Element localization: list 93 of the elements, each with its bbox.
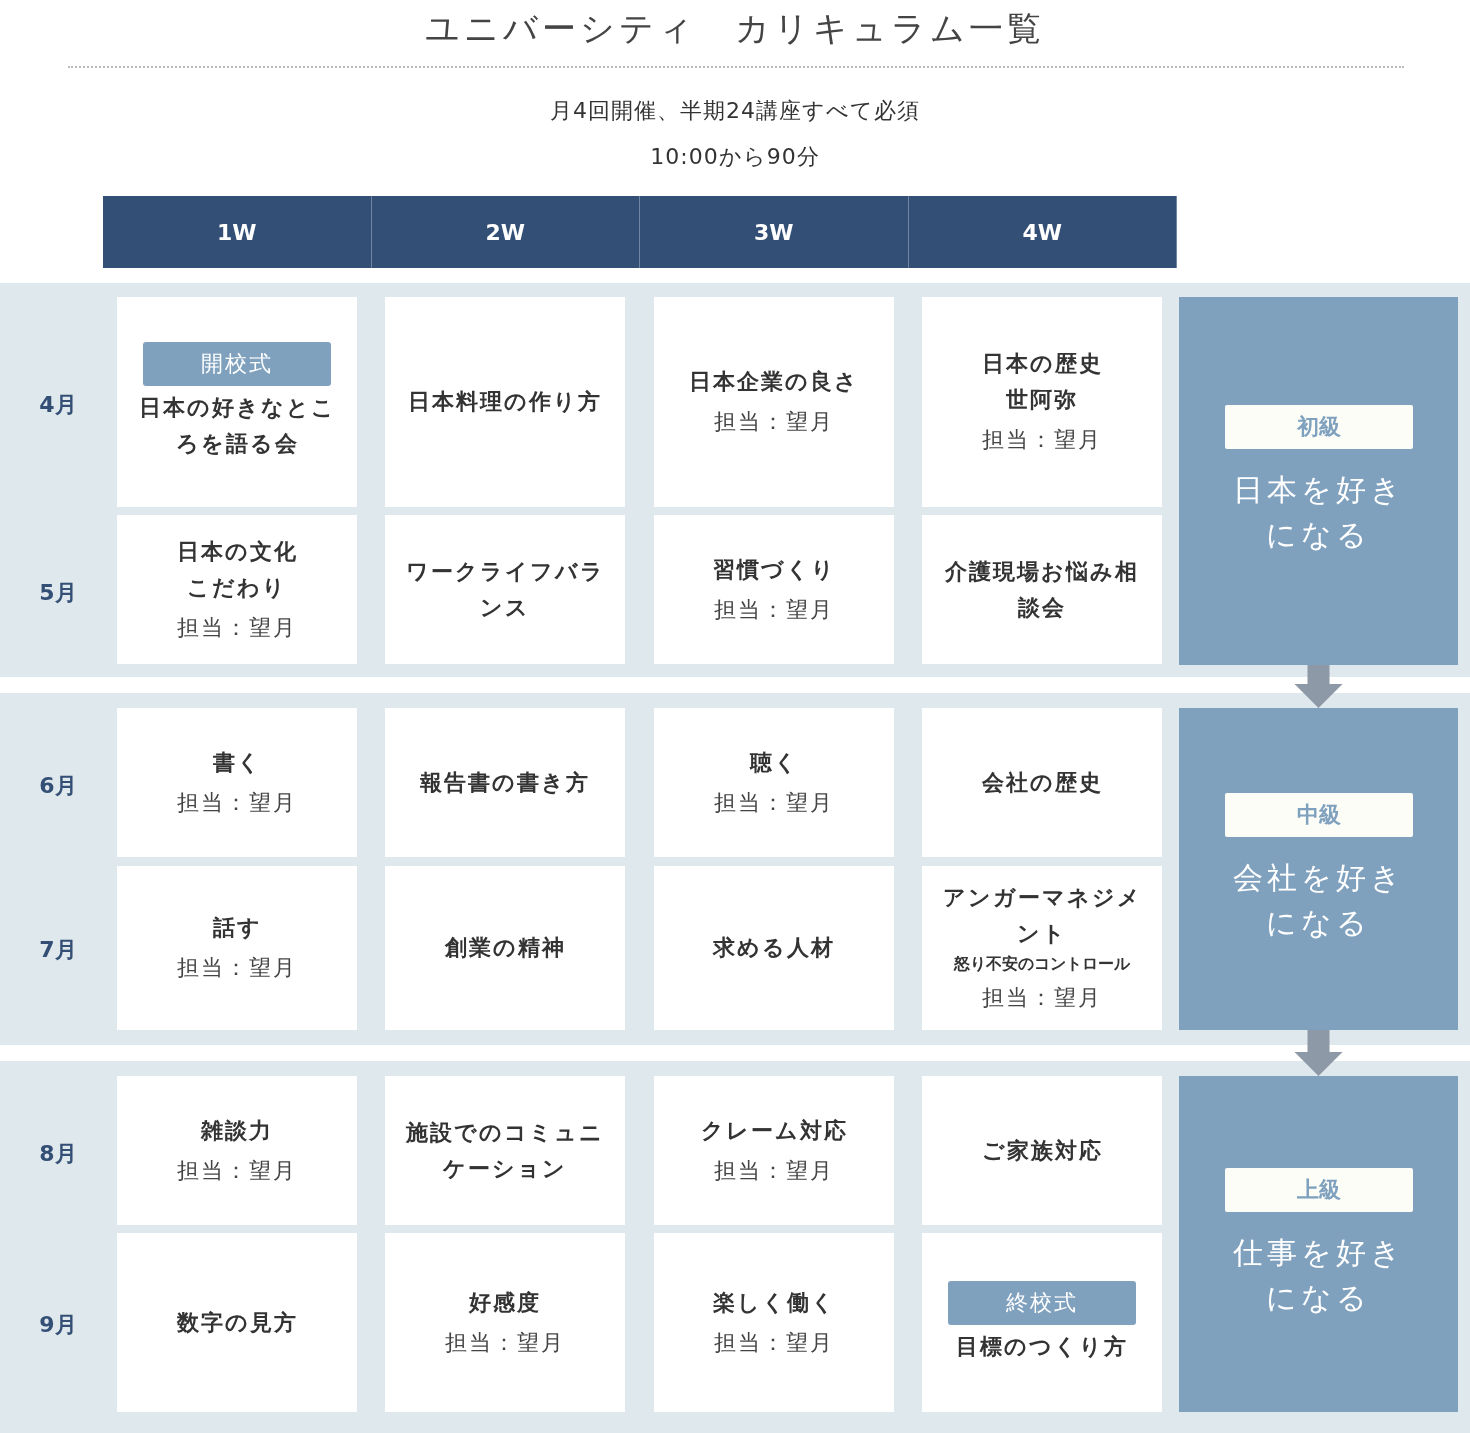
page-title: ユニバーシティ カリキュラム一覧 xyxy=(424,7,1046,50)
lesson-card xyxy=(117,708,357,857)
lesson-title: 創業の精神 xyxy=(444,934,566,962)
week-label: 2W xyxy=(485,219,526,245)
lesson-card xyxy=(117,1076,357,1225)
lesson-title: 日本の文化 xyxy=(176,537,298,566)
lesson-title: アンガーマネジメント xyxy=(941,884,1143,948)
lesson-title: 聴く xyxy=(749,748,799,777)
lesson-card xyxy=(385,866,625,1030)
instructor-text: 担当：望月 xyxy=(177,1156,297,1185)
lesson-title: 習慣づくり xyxy=(712,555,836,584)
instructor-text: 担当：望月 xyxy=(177,613,297,642)
lesson-card xyxy=(117,1233,357,1412)
lesson-title: ワークライフバランス xyxy=(404,557,606,622)
instructor-text: 担当：望月 xyxy=(714,408,834,436)
lesson-title: 話す xyxy=(212,914,262,942)
level-goal: 会社を好きになる xyxy=(1231,859,1406,942)
instructor-text: 担当：望月 xyxy=(445,1328,565,1357)
level-goal: 仕事を好きになる xyxy=(1231,1234,1406,1317)
lesson-title: 施設でのコミュニケーション xyxy=(404,1118,605,1183)
lesson-title: 好感度 xyxy=(469,1288,541,1317)
week-label: 4W xyxy=(1022,219,1063,245)
lesson-card xyxy=(385,708,625,857)
level-tag: 中級 xyxy=(1224,793,1413,837)
level-tag: 初級 xyxy=(1224,405,1413,449)
lesson-card xyxy=(385,515,625,664)
instructor-text: 担当：望月 xyxy=(982,426,1102,454)
column-header xyxy=(103,196,372,268)
instructor-text: 担当：望月 xyxy=(177,788,297,817)
down-arrow xyxy=(1294,1030,1343,1076)
ceremony-tag: 終校式 xyxy=(948,1280,1136,1325)
lesson-title: 報告書の書き方 xyxy=(420,768,590,797)
lesson-card xyxy=(654,1233,894,1412)
month-label: 9月 xyxy=(38,1311,78,1339)
subtitle-text: 10:00から90分 xyxy=(649,143,821,171)
lesson-title: ご家族対応 xyxy=(981,1136,1103,1165)
month-label: 5月 xyxy=(38,579,78,607)
lesson-card xyxy=(117,297,357,507)
lesson-card xyxy=(922,866,1162,1030)
level-goal: 日本を好きになる xyxy=(1231,471,1406,554)
level-tag: 上級 xyxy=(1224,1168,1413,1212)
lesson-title: 世阿弥 xyxy=(1006,386,1078,414)
instructor-text: 担当：望月 xyxy=(714,788,834,817)
instructor-text: 担当：望月 xyxy=(714,1328,834,1357)
ceremony-tag: 開校式 xyxy=(143,342,331,386)
lesson-title: 求める人材 xyxy=(713,934,835,962)
lesson-card xyxy=(385,297,625,507)
month-label: 6月 xyxy=(38,772,78,800)
level-panel xyxy=(1179,708,1458,1030)
column-header xyxy=(640,196,909,268)
lesson-card xyxy=(654,297,894,507)
lesson-card xyxy=(117,866,357,1030)
lesson-title: 書く xyxy=(212,748,262,777)
week-label: 3W xyxy=(753,219,794,245)
lesson-title: 会社の歴史 xyxy=(981,768,1103,797)
column-header xyxy=(371,196,640,268)
down-arrow xyxy=(1294,665,1343,708)
lesson-card xyxy=(654,866,894,1030)
lesson-card xyxy=(654,708,894,857)
instructor-text: 担当：望月 xyxy=(982,984,1102,1012)
lesson-title: 雑談力 xyxy=(201,1116,273,1145)
month-label: 4月 xyxy=(38,391,78,419)
lesson-card xyxy=(117,515,357,664)
lesson-subtitle: 怒り不安のコントロール xyxy=(954,953,1130,975)
column-header xyxy=(908,196,1177,268)
lesson-card xyxy=(922,515,1162,664)
lesson-card xyxy=(385,1233,625,1412)
week-label: 1W xyxy=(216,219,257,245)
month-label: 8月 xyxy=(38,1140,78,1168)
lesson-title: 日本の歴史 xyxy=(981,350,1103,378)
lesson-title: 数字の見方 xyxy=(176,1308,298,1337)
month-label: 7月 xyxy=(38,936,78,964)
level-panel xyxy=(1179,297,1458,665)
lesson-card xyxy=(654,1076,894,1225)
lesson-card xyxy=(922,708,1162,857)
lesson-title: 日本の好きなところを語る会 xyxy=(137,394,337,458)
lesson-card xyxy=(654,515,894,664)
lesson-card xyxy=(922,1233,1162,1412)
lesson-title: 介護現場お悩み相談会 xyxy=(944,557,1140,622)
lesson-title: 日本企業の良さ xyxy=(689,368,859,396)
lesson-title: 日本料理の作り方 xyxy=(408,388,602,416)
lesson-title: クレーム対応 xyxy=(700,1116,848,1145)
lesson-title: こだわり xyxy=(187,573,287,602)
lesson-card xyxy=(385,1076,625,1225)
lesson-card xyxy=(922,1076,1162,1225)
instructor-text: 担当：望月 xyxy=(714,1156,834,1185)
lesson-card xyxy=(922,297,1162,507)
instructor-text: 担当：望月 xyxy=(714,595,834,624)
lesson-title: 目標のつくり方 xyxy=(956,1332,1128,1361)
level-panel xyxy=(1179,1076,1458,1412)
lesson-title: 楽しく働く xyxy=(712,1288,836,1317)
subtitle-text: 月4回開催、半期24講座すべて必須 xyxy=(549,97,921,125)
instructor-text: 担当：望月 xyxy=(177,954,297,982)
